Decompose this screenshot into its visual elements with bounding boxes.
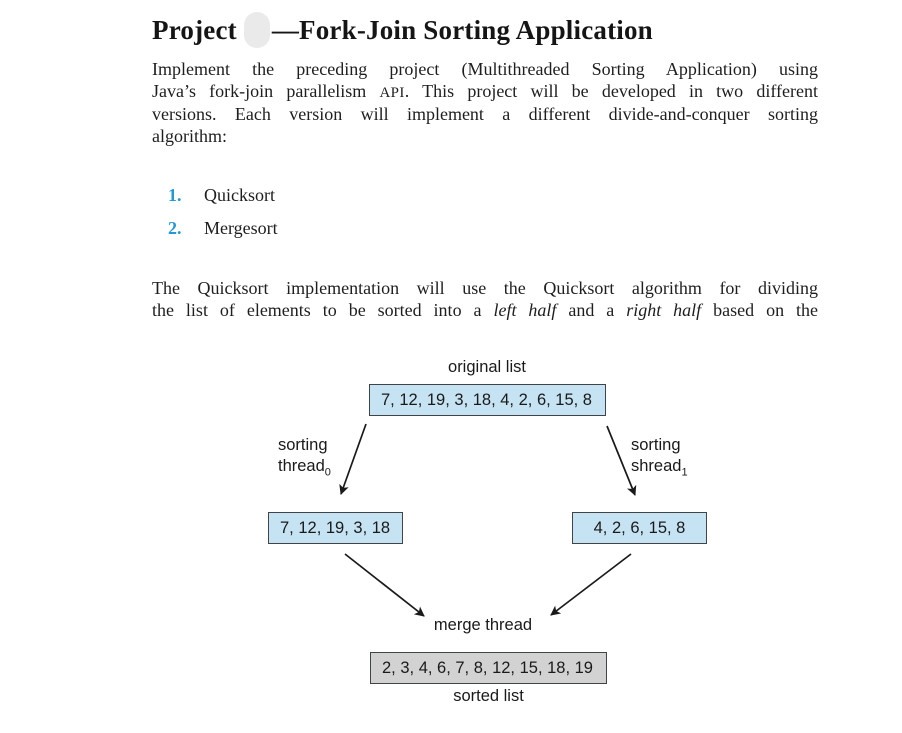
thread-label-line1: sorting [278, 436, 328, 454]
sorting-thread0-label: sorting thread0 [278, 435, 331, 479]
page-title: Project —Fork-Join Sorting Application [152, 12, 852, 48]
redacted-project-number-blob [243, 12, 270, 48]
list-label: Quicksort [204, 185, 275, 205]
merge-thread-label: merge thread [433, 616, 533, 634]
paragraph-line: Java’s fork-join parallelism API. This p… [152, 80, 818, 101]
list-number: 1. [168, 185, 182, 205]
arrow-right-to-merge [550, 553, 632, 616]
arrow-original-to-left [339, 423, 367, 495]
thread-label-line2: shread [631, 457, 682, 475]
sorted-list-label: sorted list [453, 687, 524, 705]
paragraph-line: The Quicksort implementation will use th… [152, 278, 818, 298]
left-half-box: 7, 12, 19, 3, 18 [268, 512, 403, 544]
intro-paragraph: Implement the preceding project (Multith… [152, 59, 818, 147]
thread-subscript: 1 [681, 466, 688, 479]
paragraph-line: Implement the preceding project (Multith… [152, 59, 818, 79]
thread-subscript: 0 [324, 466, 331, 479]
thread-label-line2: thread [278, 457, 325, 475]
quicksort-paragraph: The Quicksort implementation will use th… [152, 278, 818, 321]
title-prefix: Project [152, 15, 237, 45]
sorted-list-box: 2, 3, 4, 6, 7, 8, 12, 15, 18, 19 [370, 652, 607, 684]
list-number: 2. [168, 218, 182, 238]
list-label: Mergesort [204, 218, 278, 238]
sorting-shread1-label: sorting shread1 [631, 435, 688, 479]
paragraph-line: algorithm: [152, 125, 227, 146]
thread-label-line1: sorting [631, 436, 681, 454]
arrow-left-to-merge [344, 553, 425, 617]
right-half-box: 4, 2, 6, 15, 8 [572, 512, 707, 544]
original-list-box: 7, 12, 19, 3, 18, 4, 2, 6, 15, 8 [369, 384, 606, 416]
original-list-label: original list [448, 358, 526, 376]
title-suffix: —Fork-Join Sorting Application [271, 15, 653, 45]
list-item-quicksort: 1. Quicksort [168, 185, 275, 206]
paragraph-line: versions. Each version will implement a … [152, 104, 818, 124]
list-item-mergesort: 2. Mergesort [168, 218, 278, 239]
paragraph-line: the list of elements to be sorted into a… [152, 299, 819, 320]
